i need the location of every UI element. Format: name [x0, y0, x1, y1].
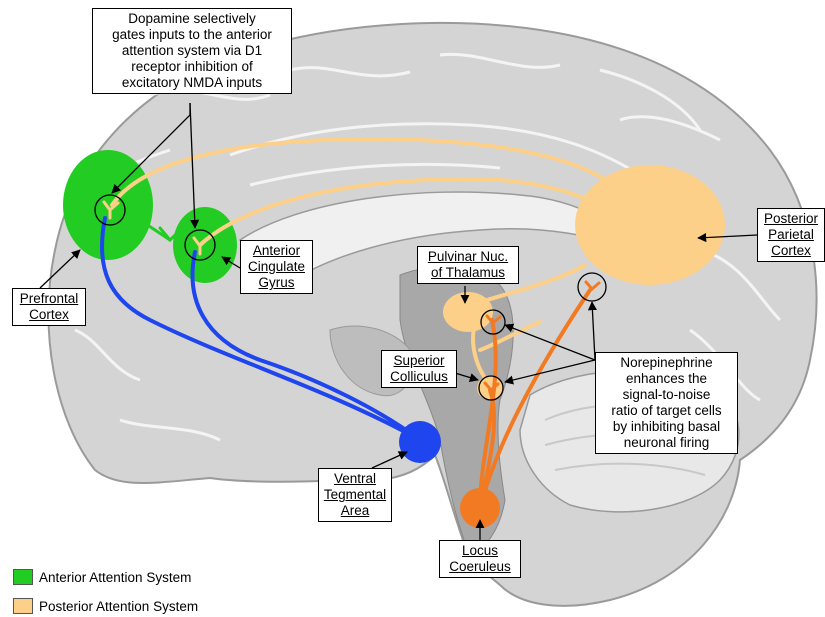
legend-label-anterior: Anterior Attention System: [39, 569, 192, 585]
green-synapse: [123, 208, 182, 243]
parietal-region: [575, 165, 725, 285]
legend-swatch-posterior: [13, 598, 33, 614]
dopamine-pathways: [100, 216, 422, 442]
ventral-tegmental-area-dot: [399, 421, 441, 463]
receptor-glyphs: [102, 200, 601, 393]
legend-label-posterior: Posterior Attention System: [39, 598, 199, 614]
pointer-arrows: [39, 102, 758, 540]
posterior-pathways: [110, 137, 622, 387]
synapse-markers: [94, 194, 607, 401]
legend-item-anterior: Anterior Attention System: [13, 569, 191, 585]
cingulate-region: [173, 207, 237, 283]
locus-coeruleus-dot: [460, 488, 500, 528]
sulci-lines: [74, 52, 782, 442]
legend-item-posterior: Posterior Attention System: [13, 598, 198, 614]
legend-swatch-anterior: [13, 569, 33, 585]
label-pulvinar-nucleus: Pulvinar Nuc.of Thalamus: [417, 246, 519, 284]
